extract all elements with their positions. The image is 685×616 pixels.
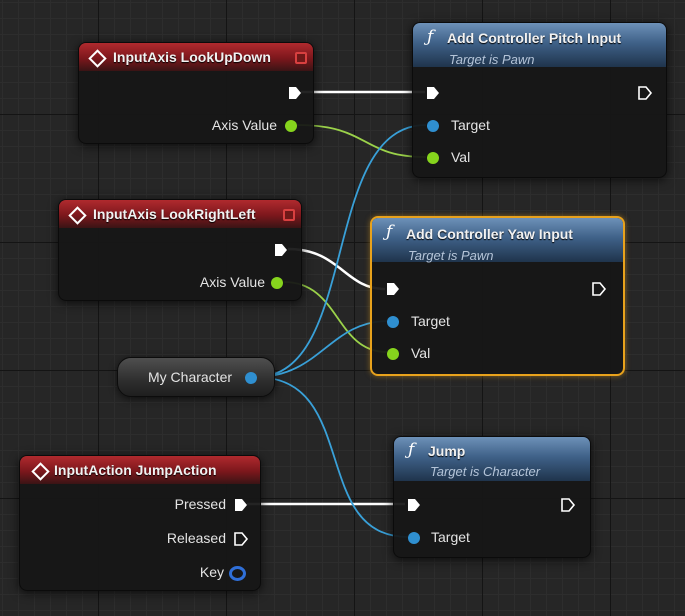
node-title: InputAction JumpAction (54, 462, 217, 478)
node-title: Add Controller Pitch Input (447, 30, 622, 46)
node-inputaction-jumpaction[interactable]: InputAction JumpAction Pressed Released … (19, 455, 261, 591)
node-jump[interactable]: ƒ Jump Target is Character Target (393, 436, 591, 558)
target-label: Target (411, 313, 450, 329)
variable-label: My Character (148, 369, 233, 385)
object-wire-character-to-jump-target (255, 376, 409, 538)
node-subtitle: Target is Character (430, 464, 541, 479)
exec-out-pin[interactable] (637, 85, 653, 101)
node-header (79, 43, 313, 71)
axis-value-pin[interactable] (285, 120, 297, 132)
function-icon: ƒ (386, 222, 393, 242)
exec-in-pin[interactable] (385, 281, 401, 297)
my-character-out-pin[interactable] (245, 372, 257, 384)
axis-value-label: Axis Value (199, 274, 265, 290)
function-icon: ƒ (427, 27, 434, 47)
key-label: Key (199, 564, 224, 580)
node-inputaxis-lookrightleft[interactable]: InputAxis LookRightLeft Axis Value (58, 199, 302, 301)
axis-value-label: Axis Value (211, 117, 277, 133)
node-title: InputAxis LookRightLeft (93, 206, 256, 222)
val-label: Val (411, 345, 431, 361)
target-label: Target (451, 117, 490, 133)
variable-node-my-character[interactable]: My Character (117, 357, 275, 397)
node-inputaxis-lookupdown[interactable]: InputAxis LookUpDown Axis Value (78, 42, 314, 144)
target-label: Target (431, 529, 470, 545)
node-add-controller-pitch-input[interactable]: ƒ Add Controller Pitch Input Target is P… (412, 22, 667, 178)
released-exec-pin[interactable] (233, 531, 249, 547)
exec-out-pin[interactable] (287, 85, 303, 101)
float-wire-lookupdown-to-pitch-val (296, 124, 427, 158)
target-pin[interactable] (387, 316, 399, 328)
node-header (20, 456, 260, 484)
object-wire-character-to-yaw-target (255, 320, 389, 378)
node-header (413, 23, 666, 67)
exec-out-pin[interactable] (591, 281, 607, 297)
node-title: Add Controller Yaw Input (406, 226, 573, 242)
val-pin[interactable] (387, 348, 399, 360)
val-pin[interactable] (427, 152, 439, 164)
exec-out-pin[interactable] (273, 242, 289, 258)
close-icon[interactable] (283, 209, 295, 221)
node-title: Jump (428, 443, 466, 459)
target-pin[interactable] (427, 120, 439, 132)
exec-out-pin[interactable] (560, 497, 576, 513)
pressed-exec-pin[interactable] (233, 497, 249, 513)
function-icon: ƒ (408, 440, 415, 460)
target-pin[interactable] (408, 532, 420, 544)
pressed-label: Pressed (174, 496, 226, 512)
exec-in-pin[interactable] (425, 85, 441, 101)
released-label: Released (166, 530, 226, 546)
close-icon[interactable] (295, 52, 307, 64)
node-subtitle: Target is Pawn (408, 248, 494, 263)
node-subtitle: Target is Pawn (449, 52, 535, 67)
key-pin[interactable] (229, 566, 246, 581)
exec-in-pin[interactable] (406, 497, 422, 513)
node-add-controller-yaw-input[interactable]: ƒ Add Controller Yaw Input Target is Paw… (370, 216, 625, 376)
val-label: Val (451, 149, 471, 165)
axis-value-pin[interactable] (271, 277, 283, 289)
node-title: InputAxis LookUpDown (113, 49, 271, 65)
node-header (394, 437, 590, 481)
